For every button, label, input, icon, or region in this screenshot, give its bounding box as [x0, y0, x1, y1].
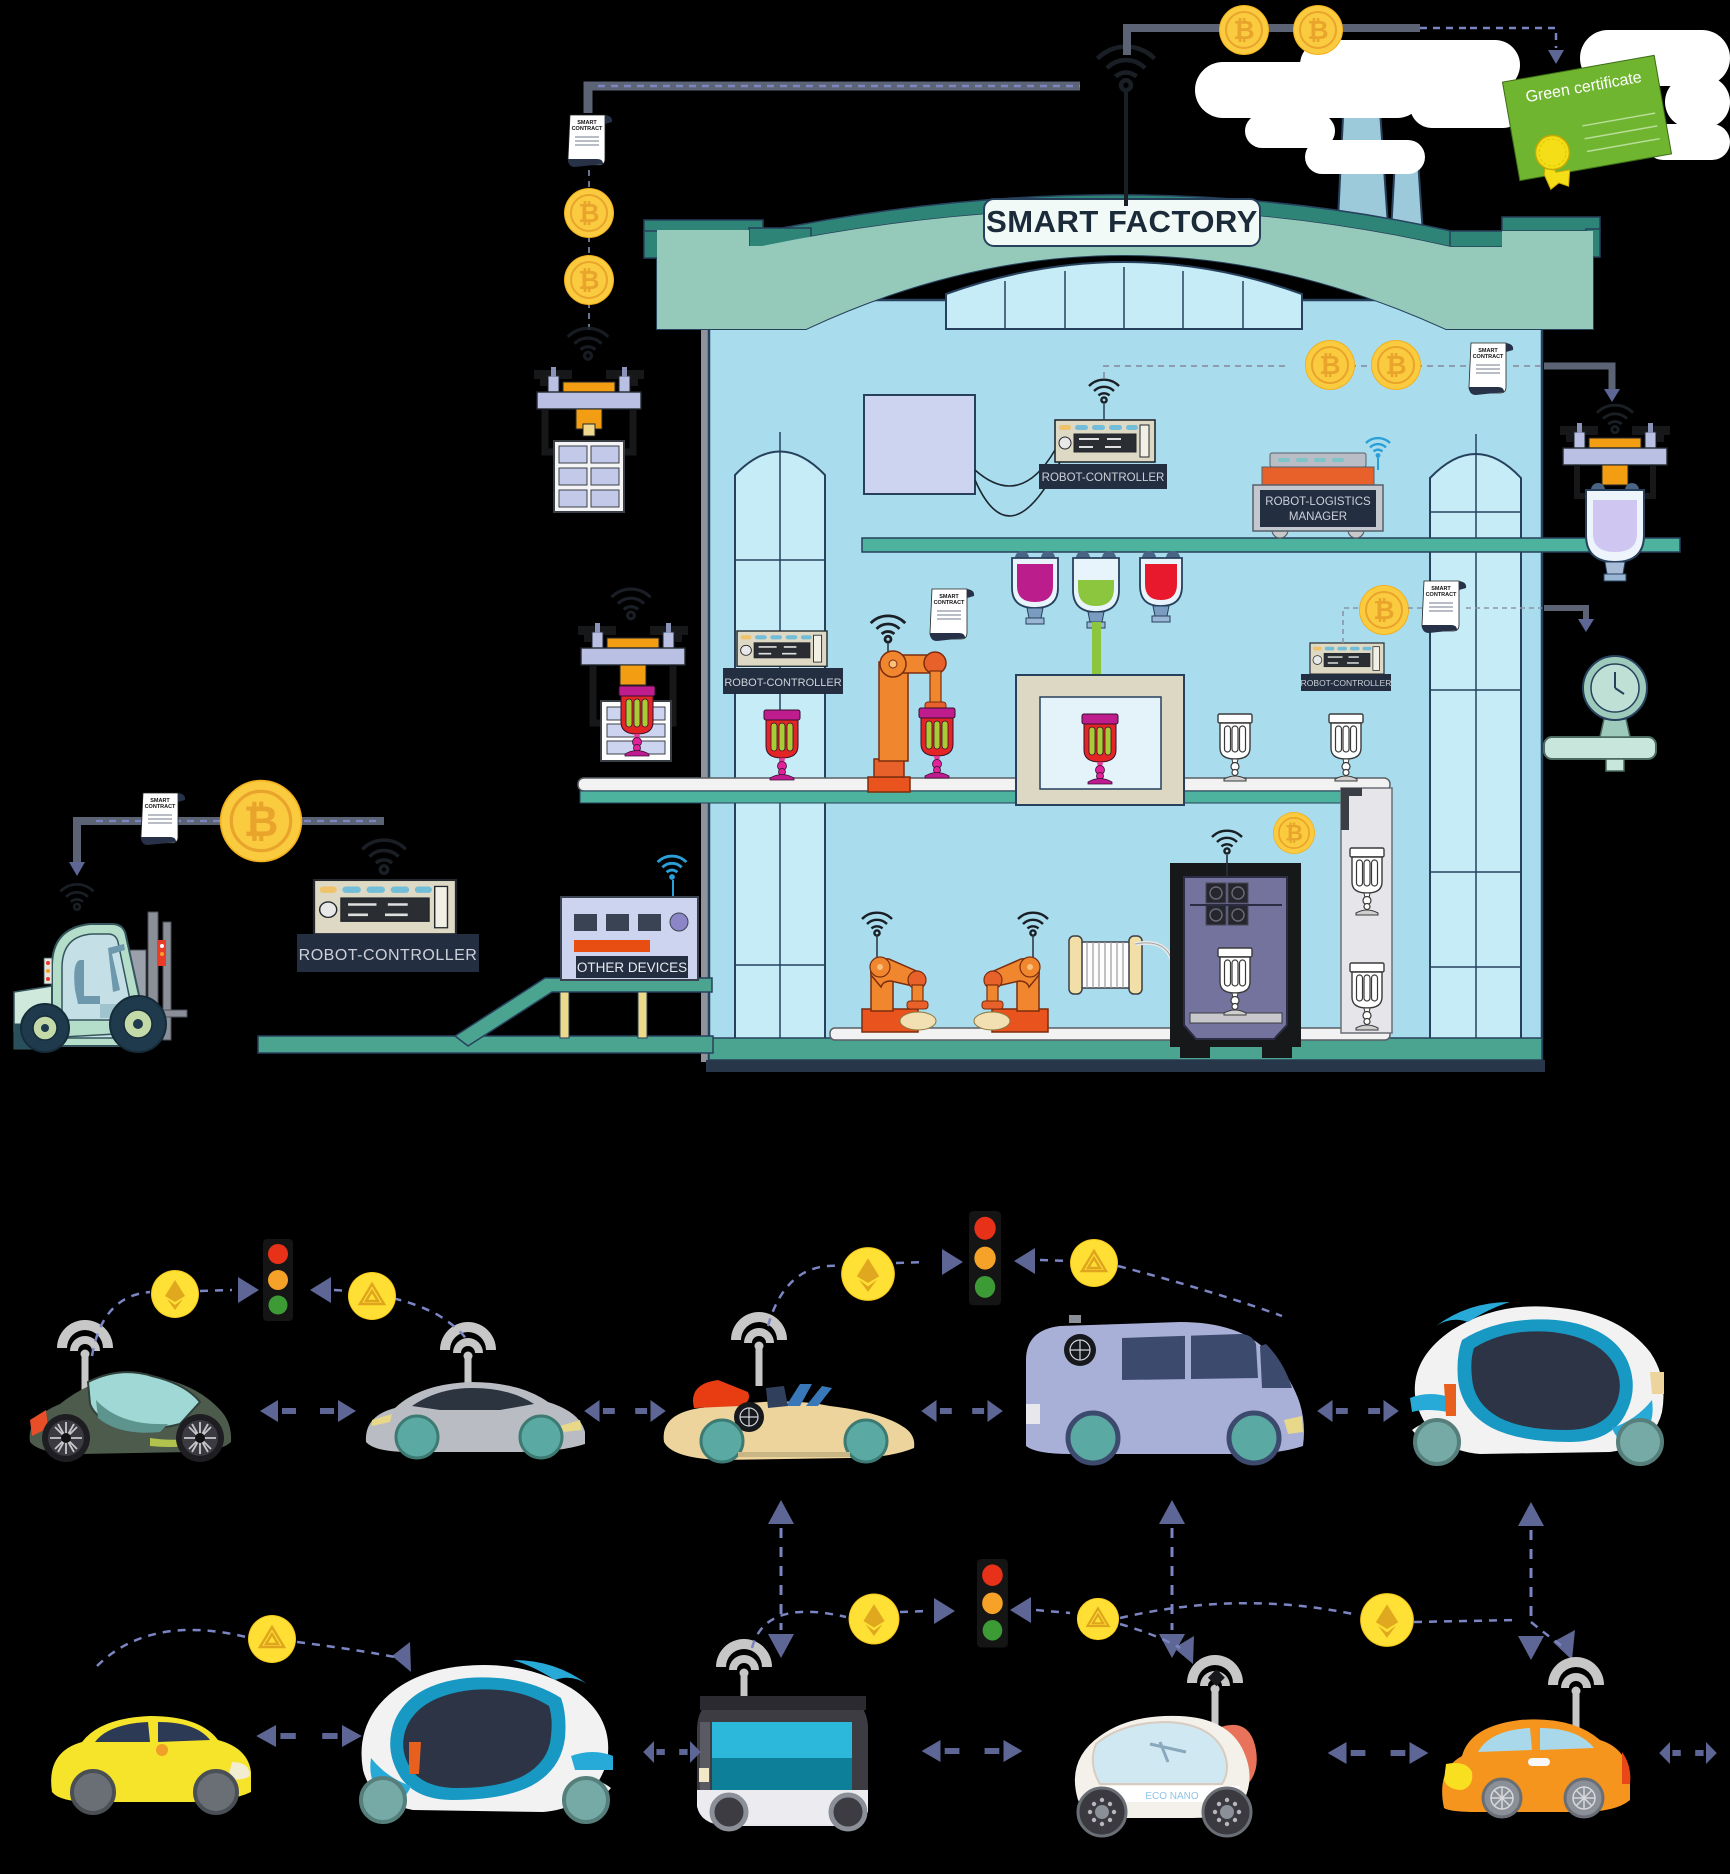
- svg-text:SMART FACTORY: SMART FACTORY: [986, 204, 1258, 239]
- svg-text:MANAGER: MANAGER: [1289, 511, 1347, 523]
- svg-text:ROBOT-CONTROLLER: ROBOT-CONTROLLER: [299, 947, 478, 964]
- svg-text:ROBOT-CONTROLLER: ROBOT-CONTROLLER: [1042, 472, 1165, 484]
- svg-text:ROBOT-CONTROLLER: ROBOT-CONTROLLER: [724, 677, 841, 689]
- svg-text:ROBOT-LOGISTICS: ROBOT-LOGISTICS: [1265, 496, 1371, 508]
- svg-text:OTHER DEVICES: OTHER DEVICES: [577, 960, 687, 975]
- svg-text:ECO NANO: ECO NANO: [1145, 1791, 1199, 1802]
- svg-text:ROBOT-CONTROLLER: ROBOT-CONTROLLER: [1301, 678, 1392, 688]
